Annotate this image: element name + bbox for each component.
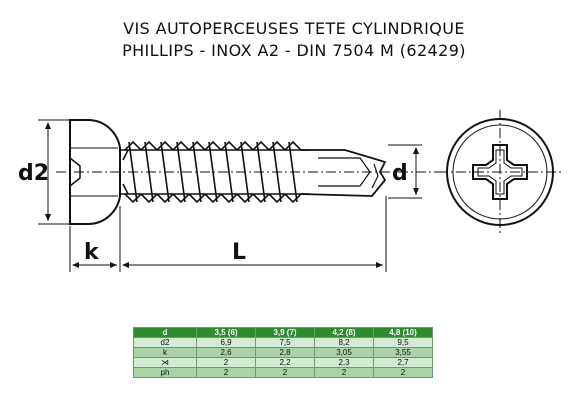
table-cell: 2 bbox=[255, 367, 315, 378]
table-row: ⋊ 2 2,2 2,3 2,7 bbox=[133, 357, 433, 368]
screw-head bbox=[69, 119, 121, 225]
title-line-2: PHILLIPS - INOX A2 - DIN 7504 M (62429) bbox=[122, 41, 466, 60]
table-header-row: d 3,5 (6) 3,9 (7) 4,2 (8) 4,8 (10) bbox=[133, 327, 433, 338]
table-cell: 2,2 bbox=[255, 357, 315, 368]
label-l: L bbox=[232, 240, 246, 265]
row-label: d2 bbox=[133, 337, 197, 348]
label-d: d bbox=[392, 161, 408, 186]
spec-table: d 3,5 (6) 3,9 (7) 4,2 (8) 4,8 (10) d2 6,… bbox=[133, 327, 433, 378]
table-row: ph 2 2 2 2 bbox=[133, 367, 433, 378]
header-cell: 3,9 (7) bbox=[255, 327, 315, 338]
table-cell: 8,2 bbox=[314, 337, 374, 348]
title: VIS AUTOPERCEUSES TETE CYLINDRIQUE PHILL… bbox=[0, 18, 588, 62]
drill-point bbox=[299, 149, 387, 197]
label-k: k bbox=[84, 240, 100, 265]
dimension-d bbox=[388, 144, 422, 199]
table-cell: 2,8 bbox=[255, 347, 315, 358]
table-row: d2 6,9 7,5 8,2 9,5 bbox=[133, 337, 433, 348]
header-cell: d bbox=[133, 327, 197, 338]
table-cell: 6,9 bbox=[196, 337, 256, 348]
head-top-view bbox=[438, 110, 562, 234]
label-d2: d2 bbox=[18, 161, 49, 186]
table-cell: 2 bbox=[314, 367, 374, 378]
table-cell: 2 bbox=[373, 367, 433, 378]
table-cell: 2 bbox=[196, 367, 256, 378]
row-label: ph bbox=[133, 367, 197, 378]
title-line-1: VIS AUTOPERCEUSES TETE CYLINDRIQUE bbox=[123, 19, 465, 38]
screw-shank bbox=[120, 140, 310, 204]
table-row: k 2,6 2,8 3,05 3,55 bbox=[133, 347, 433, 358]
table-cell: 2 bbox=[196, 357, 256, 368]
table-cell: 7,5 bbox=[255, 337, 315, 348]
header-cell: 3,5 (6) bbox=[196, 327, 256, 338]
table-cell: 3,05 bbox=[314, 347, 374, 358]
table-cell: 3,55 bbox=[373, 347, 433, 358]
table-cell: 2,3 bbox=[314, 357, 374, 368]
header-cell: 4,8 (10) bbox=[373, 327, 433, 338]
table-cell: 9,5 bbox=[373, 337, 433, 348]
row-label: ⋊ bbox=[133, 357, 197, 368]
table-cell: 2,7 bbox=[373, 357, 433, 368]
header-cell: 4,2 (8) bbox=[314, 327, 374, 338]
table-cell: 2,6 bbox=[196, 347, 256, 358]
dimension-d2 bbox=[38, 119, 70, 225]
phillips-cross-icon bbox=[472, 144, 528, 200]
dimension-k-and-l bbox=[69, 196, 387, 272]
row-label: k bbox=[133, 347, 197, 358]
